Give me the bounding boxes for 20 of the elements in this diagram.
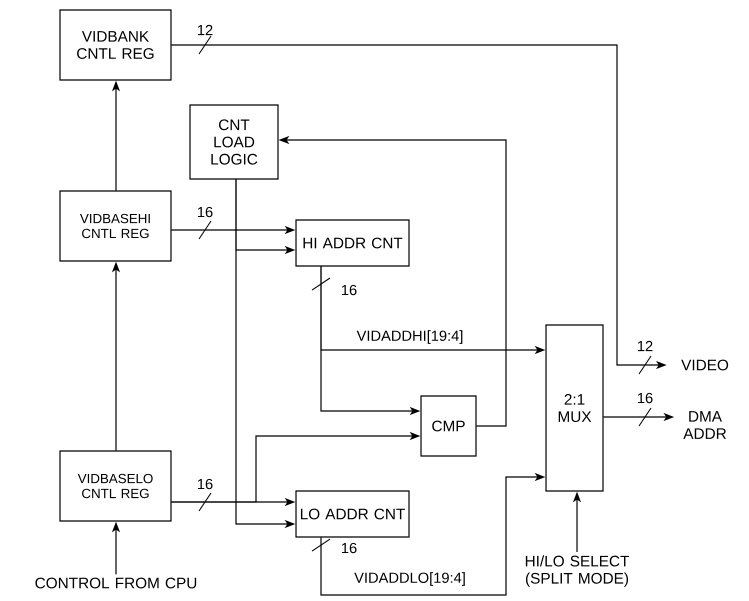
block-box: LO ADDR CNT <box>295 490 410 538</box>
block-box: VIDBANK CNTL REG <box>59 9 172 81</box>
block-box: VIDBASELO CNTL REG <box>59 450 172 522</box>
signal-text: VIDEO <box>681 360 728 370</box>
block-box: 2:1 MUX <box>545 324 604 492</box>
bus-width: 12 <box>638 340 652 352</box>
bus-width: 16 <box>342 284 356 296</box>
signal-text: CONTROL FROM CPU <box>35 578 196 588</box>
edge-label: VIDADDHI[19:4] <box>355 328 465 346</box>
block-box: CNT LOAD LOGIC <box>189 104 279 180</box>
edge-label: VIDADDLO[19:4] <box>352 570 468 588</box>
bus-width: 12 <box>198 24 212 36</box>
signal-text: HI/LO SELECT (SPLIT MODE) <box>526 555 630 587</box>
block-box: VIDBASEHI CNTL REG <box>59 190 172 262</box>
signal-text: DMA ADDR <box>683 411 726 439</box>
bus-width: 16 <box>198 478 212 490</box>
bus-width: 16 <box>198 206 212 218</box>
block-box: CMP <box>420 395 477 457</box>
block-box: HI ADDR CNT <box>295 219 410 267</box>
bus-width: 16 <box>638 392 652 404</box>
